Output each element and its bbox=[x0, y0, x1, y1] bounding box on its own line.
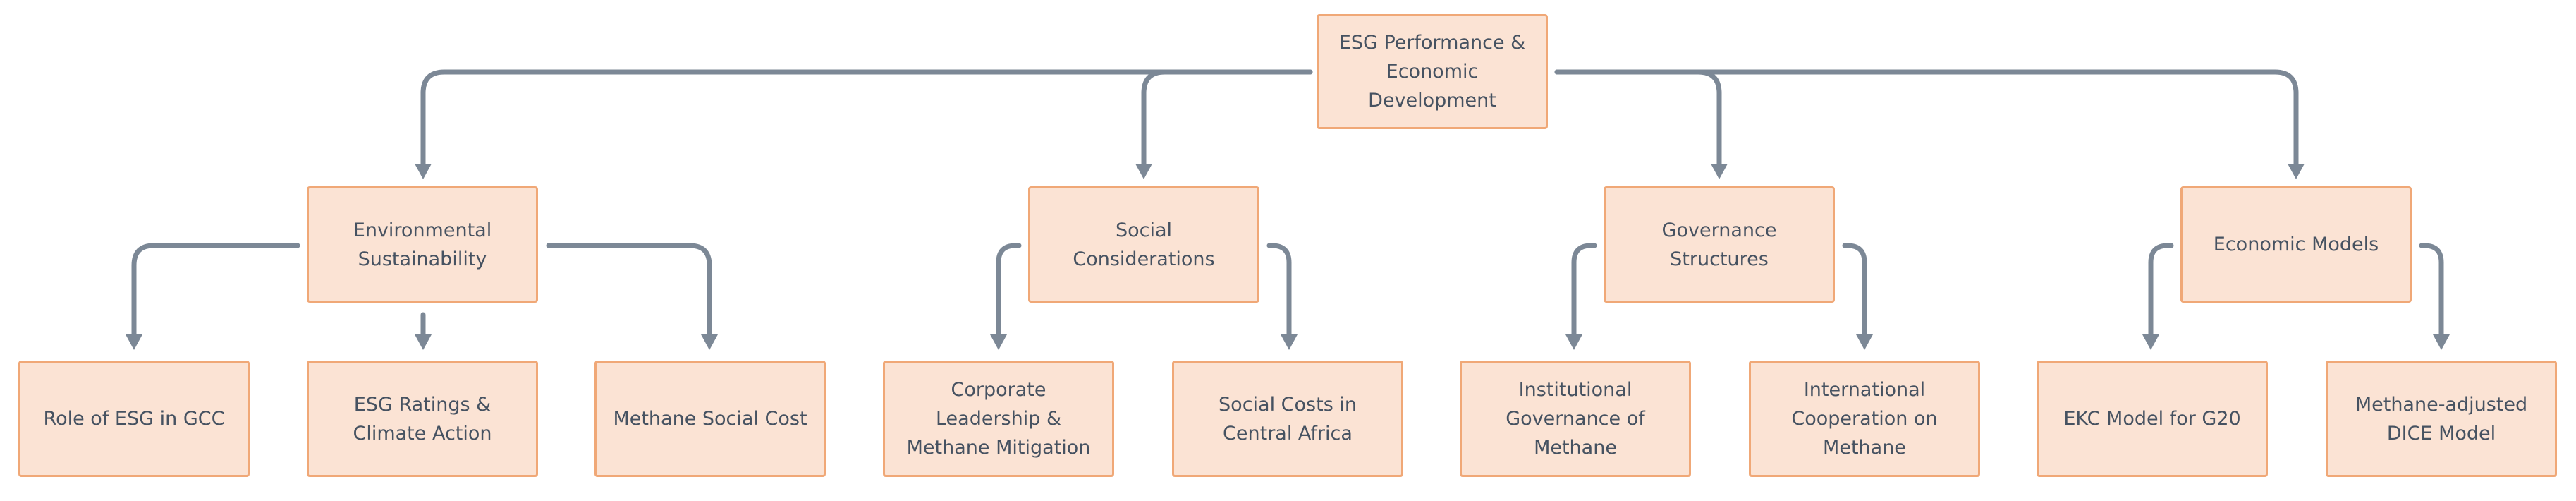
connector-social-corporate-leadership bbox=[996, 243, 1022, 337]
leaf-node-label: International Cooperation on Methane bbox=[1791, 379, 1938, 459]
connector-root-social bbox=[1141, 69, 1313, 167]
arrowhead-economic-ekc bbox=[2142, 334, 2159, 350]
connector-root-environmental bbox=[420, 69, 1313, 167]
connector-economic-ekc bbox=[2148, 243, 2174, 337]
connector-governance-international bbox=[1842, 243, 1867, 337]
category-node-governance-structures: Governance Structures bbox=[1604, 186, 1835, 303]
category-node-label: Economic Models bbox=[2213, 234, 2379, 255]
leaf-node-ekc-model-g20: EKC Model for G20 bbox=[2037, 361, 2268, 477]
leaf-node-corporate-leadership-methane-mitigation: Corporate Leadership & Methane Mitigatio… bbox=[883, 361, 1114, 477]
arrowhead-root-environmental bbox=[415, 164, 432, 179]
arrowhead-social-corporate-leadership bbox=[990, 334, 1007, 350]
leaf-node-role-of-esg-in-gcc: Role of ESG in GCC bbox=[18, 361, 250, 477]
leaf-node-label: Methane Social Cost bbox=[613, 408, 807, 430]
category-node-economic-models: Economic Models bbox=[2180, 186, 2412, 303]
category-node-label: Social Considerations bbox=[1073, 219, 1215, 270]
leaf-node-esg-ratings-climate-action: ESG Ratings & Climate Action bbox=[307, 361, 538, 477]
leaf-node-label: Social Costs in Central Africa bbox=[1219, 393, 1357, 445]
leaf-node-label: ESG Ratings & Climate Action bbox=[353, 393, 492, 445]
connector-environmental-methane-social-cost bbox=[546, 243, 712, 337]
leaf-node-label: Institutional Governance of Methane bbox=[1506, 379, 1645, 459]
connector-root-governance bbox=[1554, 69, 1722, 167]
leaf-node-methane-adjusted-dice-model: Methane-adjusted DICE Model bbox=[2326, 361, 2557, 477]
leaf-node-label: Corporate Leadership & Methane Mitigatio… bbox=[906, 379, 1091, 459]
category-node-label: Environmental Sustainability bbox=[353, 219, 492, 270]
arrowhead-environmental-esg-ratings bbox=[415, 334, 432, 350]
leaf-node-methane-social-cost: Methane Social Cost bbox=[594, 361, 826, 477]
leaf-node-label: Methane-adjusted DICE Model bbox=[2355, 393, 2528, 445]
connector-governance-institutional bbox=[1571, 243, 1597, 337]
arrowhead-governance-institutional bbox=[1565, 334, 1582, 350]
arrowhead-root-social bbox=[1135, 164, 1152, 179]
arrowhead-environmental-role-esg-gcc bbox=[126, 334, 142, 350]
arrowhead-economic-dice bbox=[2433, 334, 2450, 350]
arrowhead-root-governance bbox=[1711, 164, 1728, 179]
arrowhead-root-economic bbox=[2288, 164, 2305, 179]
root-node-esg-performance: ESG Performance & Economic Development bbox=[1317, 14, 1548, 129]
arrowhead-environmental-methane-social-cost bbox=[701, 334, 718, 350]
connector-root-economic bbox=[1554, 69, 2299, 167]
leaf-node-social-costs-central-africa: Social Costs in Central Africa bbox=[1172, 361, 1403, 477]
connector-economic-dice bbox=[2419, 243, 2444, 337]
category-node-label: Governance Structures bbox=[1661, 219, 1777, 270]
connector-environmental-role-esg-gcc bbox=[131, 243, 300, 337]
leaf-node-label: EKC Model for G20 bbox=[2063, 408, 2241, 430]
category-node-environmental-sustainability: Environmental Sustainability bbox=[307, 186, 538, 303]
root-node-label: ESG Performance & Economic Development bbox=[1338, 32, 1526, 111]
arrowhead-governance-international bbox=[1856, 334, 1873, 350]
category-node-social-considerations: Social Considerations bbox=[1028, 186, 1259, 303]
leaf-node-institutional-governance-methane: Institutional Governance of Methane bbox=[1460, 361, 1691, 477]
leaf-node-international-cooperation-methane: International Cooperation on Methane bbox=[1749, 361, 1980, 477]
connector-social-central-africa bbox=[1266, 243, 1292, 337]
arrowhead-social-central-africa bbox=[1281, 334, 1298, 350]
leaf-node-label: Role of ESG in GCC bbox=[43, 408, 225, 430]
